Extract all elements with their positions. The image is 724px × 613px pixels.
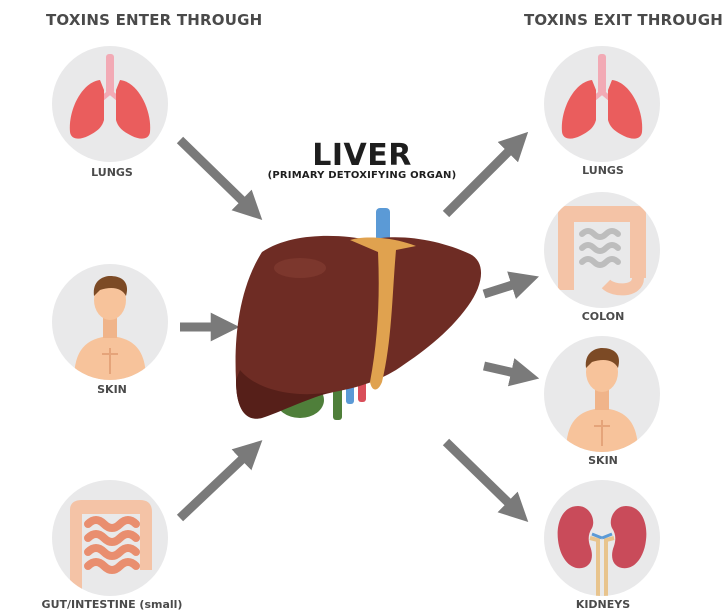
liver-title: LIVER <box>312 138 412 173</box>
exit-label-kidneys: KIDNEYS <box>575 598 631 611</box>
human-torso-icon <box>74 276 146 380</box>
colon-icon <box>558 206 646 296</box>
small-intestine-icon <box>70 500 152 596</box>
lungs-icon <box>561 54 643 139</box>
exit-kidneys-circle <box>544 480 660 596</box>
arrow-liver-to-kidneys <box>442 438 529 523</box>
exit-colon-circle <box>544 192 660 308</box>
entry-label-skin: SKIN <box>97 383 127 396</box>
entry-gut-circle <box>52 480 168 596</box>
entry-label-lungs: LUNGS <box>91 166 133 179</box>
liver-subtitle: (PRIMARY DETOXIFYING ORGAN) <box>267 170 457 181</box>
exit-skin-circle <box>544 336 660 452</box>
heading-toxins-exit: TOXINS EXIT THROUGH <box>524 11 723 29</box>
arrow-liver-to-skin <box>483 358 540 387</box>
exit-lungs-circle <box>544 46 660 162</box>
entry-skin-circle <box>52 264 168 380</box>
arrow-lungs-to-liver <box>176 136 263 221</box>
heading-toxins-enter: TOXINS ENTER THROUGH <box>46 11 263 29</box>
human-torso-icon <box>566 348 638 452</box>
entry-lungs-circle <box>52 46 168 162</box>
exit-label-colon: COLON <box>581 310 625 323</box>
lungs-icon <box>69 54 151 139</box>
arrow-gut-to-liver <box>176 440 263 522</box>
exit-label-lungs: LUNGS <box>582 164 624 177</box>
exit-label-skin: SKIN <box>588 454 618 467</box>
kidneys-icon <box>557 506 647 596</box>
arrow-liver-to-lungs <box>442 131 529 218</box>
entry-label-gut: GUT/INTESTINE (small) <box>41 598 183 611</box>
arrow-liver-to-colon <box>482 271 539 299</box>
